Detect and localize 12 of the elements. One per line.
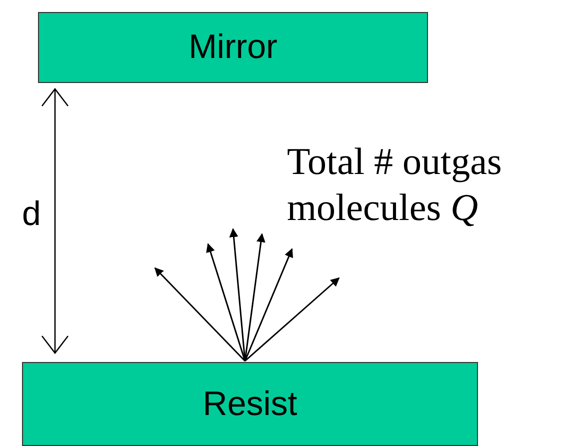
arrow	[244, 248, 294, 362]
node-label: Mirror	[188, 28, 278, 67]
arrow	[244, 277, 340, 362]
arrow	[244, 233, 266, 362]
dimension-label: d	[22, 194, 42, 235]
annotation-text: Total # outgas molecules Q	[287, 140, 503, 231]
arrow	[206, 243, 246, 362]
resist-layer	[22, 362, 478, 446]
mirror-plate	[38, 12, 428, 83]
arrow	[229, 228, 246, 362]
node-label: Resist	[202, 384, 298, 424]
arrow	[154, 267, 246, 362]
